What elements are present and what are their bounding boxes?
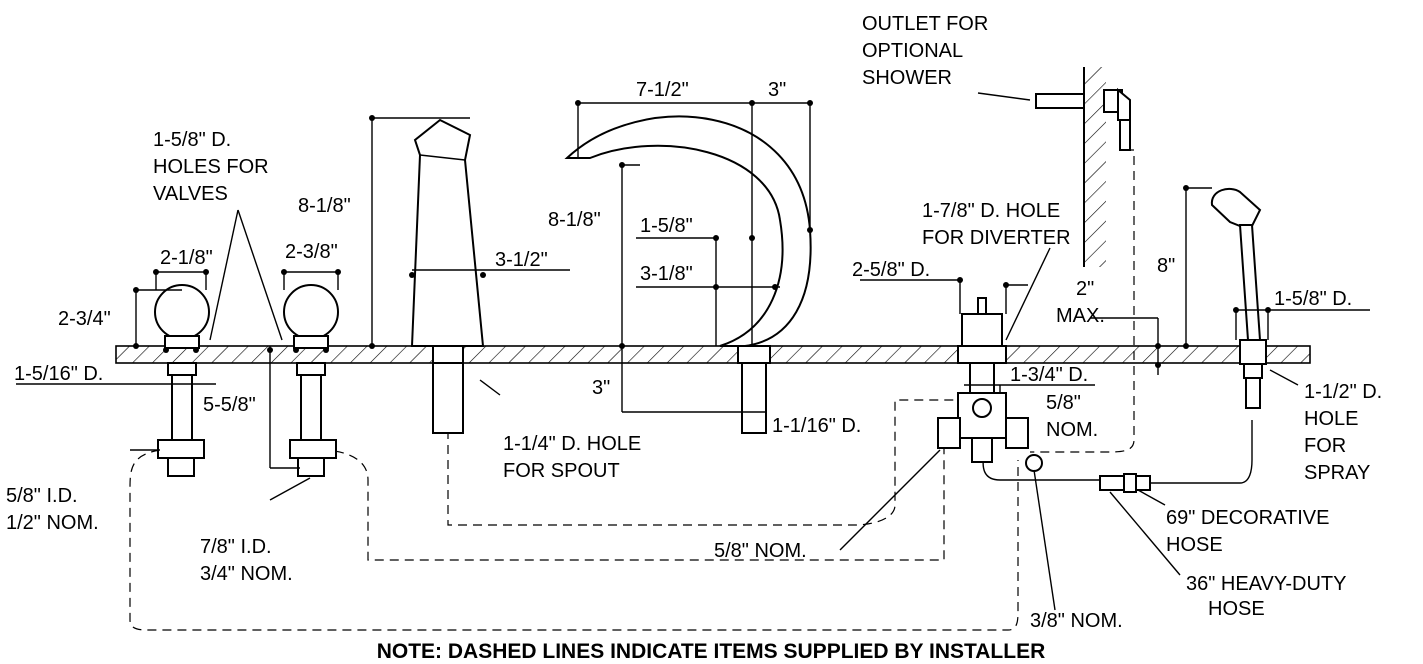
label-hole-spray-1: 1-1/2" D. xyxy=(1304,381,1382,403)
hose-connector xyxy=(1099,473,1151,493)
hand-spray xyxy=(1210,187,1267,409)
label-dim-3-bottom: 3" xyxy=(592,377,610,399)
label-id-7-8-1: 7/8" I.D. xyxy=(200,536,272,558)
label-dim-1-5-16-d: 1-5/16" D. xyxy=(14,363,103,385)
label-dim-8: 8" xyxy=(1157,255,1175,277)
label-hole-spout-2: FOR SPOUT xyxy=(503,460,620,482)
label-dim-2-1-8: 2-1/8" xyxy=(160,247,213,269)
label-holes-valves-1: 1-5/8" D. xyxy=(153,129,231,151)
label-dim-2-3-4: 2-3/4" xyxy=(58,308,111,330)
label-dim-8-1-8-b: 8-1/8" xyxy=(548,209,601,231)
label-outlet-shower-2: OPTIONAL xyxy=(862,40,963,62)
arc-spout xyxy=(564,115,812,434)
label-dim-1-3-4-d: 1-3/4" D. xyxy=(1010,364,1088,386)
label-deco-hose-2: HOSE xyxy=(1166,534,1223,556)
installer-note: NOTE: DASHED LINES INDICATE ITEMS SUPPLI… xyxy=(377,640,1046,663)
label-id-5-8-1: 5/8" I.D. xyxy=(6,485,78,507)
label-dim-1-5-8: 1-5/8" xyxy=(640,215,693,237)
label-outlet-shower-1: OUTLET FOR xyxy=(862,13,988,35)
left-valve xyxy=(154,284,210,477)
label-heavy-hose-1: 36" HEAVY-DUTY xyxy=(1186,573,1347,595)
label-heavy-hose-2: HOSE xyxy=(1208,598,1265,620)
label-holes-valves-2: HOLES FOR xyxy=(153,156,269,178)
label-outlet-shower-3: SHOWER xyxy=(862,67,952,89)
label-dim-3-top: 3" xyxy=(768,79,786,101)
label-holes-valves-3: VALVES xyxy=(153,183,228,205)
label-nom-3-8: 3/8" NOM. xyxy=(1030,610,1123,632)
label-hole-diverter-1: 1-7/8" D. HOLE xyxy=(922,200,1060,222)
label-id-5-8-2: 1/2" NOM. xyxy=(6,512,99,534)
label-hole-spray-4: SPRAY xyxy=(1304,462,1370,484)
right-valve xyxy=(283,284,339,477)
label-dim-7-1-2: 7-1/2" xyxy=(636,79,689,101)
dimension-dots xyxy=(133,100,1271,368)
label-nom-5-8-a-1: 5/8" xyxy=(1046,392,1081,414)
label-dim-3-1-8: 3-1/8" xyxy=(640,263,693,285)
label-dim-1-1-16-d: 1-1/16" D. xyxy=(772,415,861,437)
label-hole-spray-2: HOLE xyxy=(1304,408,1358,430)
shower-outlet-fitting xyxy=(1035,87,1131,151)
label-deco-hose-1: 69" DECORATIVE xyxy=(1166,507,1329,529)
leader-lines xyxy=(130,92,1299,611)
label-hole-spray-3: FOR xyxy=(1304,435,1346,457)
label-hole-diverter-2: FOR DIVERTER xyxy=(922,227,1071,249)
label-nom-5-8-a-2: NOM. xyxy=(1046,419,1098,441)
label-dim-1-5-8-d: 1-5/8" D. xyxy=(1274,288,1352,310)
label-dim-3-1-2: 3-1/2" xyxy=(495,249,548,271)
label-dim-2-max-1: 2" xyxy=(1076,278,1094,300)
wall-section xyxy=(1083,67,1106,267)
label-nom-5-8-b: 5/8" NOM. xyxy=(714,540,807,562)
labels: OUTLET FOR OPTIONAL SHOWER 1-5/8" D. HOL… xyxy=(6,13,1382,663)
label-hole-spout-1: 1-1/4" D. HOLE xyxy=(503,433,641,455)
label-dim-2-3-8: 2-3/8" xyxy=(285,241,338,263)
label-dim-2-5-8-d: 2-5/8" D. xyxy=(852,259,930,281)
counter-deck xyxy=(115,345,1311,364)
label-id-7-8-2: 3/4" NOM. xyxy=(200,563,293,585)
label-dim-8-1-8-a: 8-1/8" xyxy=(298,195,351,217)
label-dim-2-max-2: MAX. xyxy=(1056,305,1105,327)
label-dim-5-5-8: 5-5/8" xyxy=(203,394,256,416)
diverter xyxy=(937,297,1043,472)
tall-spout xyxy=(410,118,485,434)
